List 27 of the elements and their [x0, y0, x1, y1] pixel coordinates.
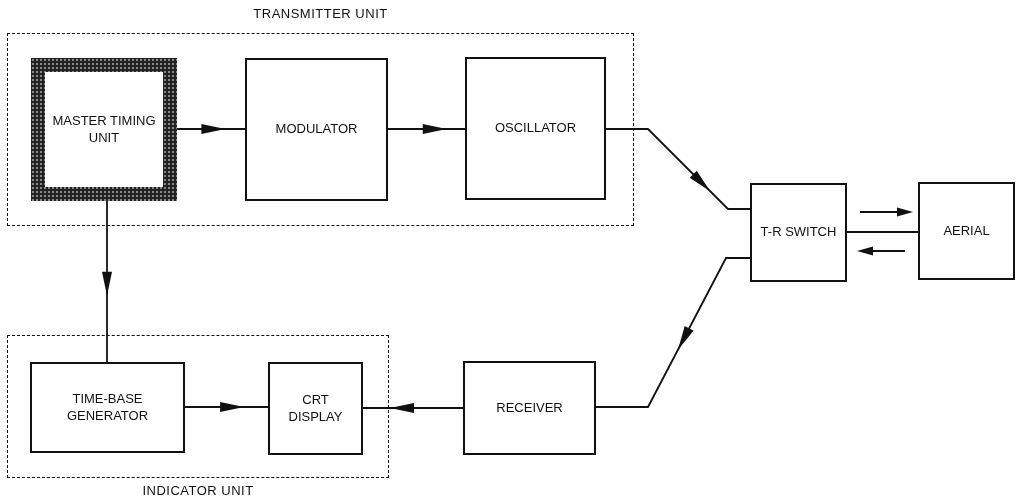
box-label: OSCILLATOR: [494, 120, 577, 137]
box-label: MODULATOR: [275, 121, 358, 138]
arrow: [605, 128, 751, 210]
process-box: [463, 361, 596, 455]
arrow: [184, 402, 269, 412]
process-box: [30, 362, 185, 453]
box-label: TIME-BASE GENERATOR: [65, 391, 150, 424]
process-box: [918, 182, 1015, 280]
process-box: [245, 58, 388, 201]
arrow: [362, 403, 464, 413]
arrow: [102, 200, 112, 363]
box-label: MASTER TIMING UNIT: [45, 72, 163, 187]
box-label: T-R SWITCH: [760, 224, 837, 241]
group-title: INDICATOR UNIT: [141, 483, 255, 498]
arrow: [176, 124, 246, 134]
hatched-process-box: [31, 58, 177, 201]
connector-line: [846, 231, 919, 233]
process-box: [750, 183, 847, 282]
box-label: AERIAL: [943, 222, 990, 240]
unit-group: [7, 6, 634, 226]
group-title: TRANSMITTER UNIT: [252, 6, 389, 21]
box-label: CRT DISPLAY: [287, 392, 344, 425]
arrow: [387, 124, 466, 134]
arrow: [595, 257, 751, 408]
box-label: RECEIVER: [496, 399, 563, 417]
process-box: [268, 362, 363, 455]
process-box: [465, 57, 606, 200]
